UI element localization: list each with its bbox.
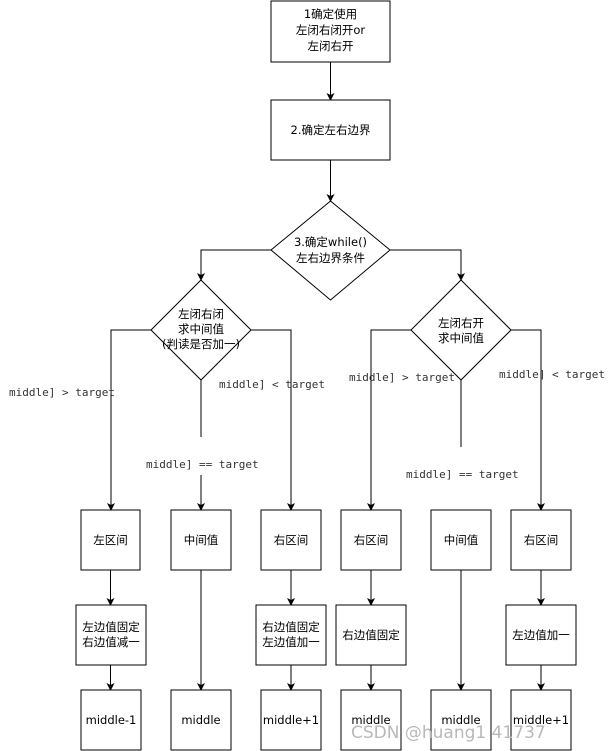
action-line-1: 右边值固定	[262, 620, 320, 634]
result-box	[510, 689, 572, 751]
arrow-left-gt	[107, 329, 151, 511]
result-box	[80, 689, 142, 751]
result-label: middle	[441, 713, 480, 727]
result-box	[260, 689, 322, 751]
arrow-to-left-decision	[197, 249, 271, 281]
section-box	[260, 509, 322, 571]
step1-line-2: 左闭右闭开or	[296, 23, 366, 37]
cond-left-eq: middle] == target	[146, 458, 259, 471]
result-box	[340, 689, 402, 751]
column-4: 右区间 右边值固定 middle	[335, 509, 407, 751]
left-decision-line-1: 左闭右闭	[178, 307, 224, 321]
action-line-1: 左边值加一	[512, 628, 570, 642]
result-box	[170, 689, 232, 751]
action-box	[335, 604, 407, 666]
section-box	[80, 509, 141, 571]
action-line-2: 左边值加一	[262, 635, 320, 649]
section-label: 中间值	[444, 533, 479, 547]
left-decision: 左闭右闭 求中间值 (判读是否加一)	[150, 279, 252, 381]
action-line-2: 右边值减一	[82, 635, 140, 649]
arrow-right-lt	[511, 329, 545, 511]
step3-line-2: 左右边界条件	[296, 251, 365, 265]
column-1: 左区间 左边值固定 右边值减一 middle-1	[75, 509, 147, 751]
section-box	[510, 509, 572, 571]
step2-node: 2.确定左右边界	[270, 99, 391, 161]
section-box	[430, 509, 492, 571]
column-3: 右区间 右边值固定 左边值加一 middle+1	[255, 509, 327, 751]
step3-line-1: 3.确定while()	[294, 235, 367, 249]
result-label: middle+1	[263, 713, 319, 727]
column-5: 中间值 middle	[430, 509, 492, 751]
section-label: 中间值	[184, 533, 219, 547]
section-label: 右区间	[274, 533, 309, 547]
step3-decision: 3.确定while() 左右边界条件	[270, 200, 391, 301]
section-box	[340, 509, 402, 571]
column-2: 中间值 middle	[170, 509, 232, 751]
step2-label: 2.确定左右边界	[291, 123, 371, 137]
arrow-to-right-decision	[390, 249, 465, 281]
section-label: 右区间	[354, 533, 389, 547]
result-label: middle	[351, 713, 390, 727]
right-decision-line-2: 求中间值	[438, 331, 484, 345]
left-decision-line-3: (判读是否加一)	[162, 337, 240, 351]
section-box	[170, 509, 232, 571]
result-box	[430, 689, 492, 751]
left-decision-line-2: 求中间值	[178, 322, 224, 336]
result-label: middle+1	[513, 713, 569, 727]
step1-node: 1确定使用 左闭右闭开or 左闭右开	[270, 0, 391, 63]
result-label: middle	[181, 713, 220, 727]
action-box	[255, 604, 327, 666]
cond-left-gt: middle] > target	[9, 386, 115, 399]
cond-right-lt: middle] < target	[499, 368, 605, 381]
cond-right-gt: middle] > target	[349, 371, 455, 384]
column-6: 右区间 左边值加一 middle+1	[505, 509, 577, 751]
watermark: CSDN @huang1 41737	[351, 723, 546, 743]
result-label: middle-1	[86, 713, 137, 727]
action-line-1: 左边值固定	[82, 620, 140, 634]
cond-left-lt: middle] < target	[219, 378, 325, 391]
action-line-1: 右边值固定	[342, 628, 400, 642]
action-box	[75, 604, 147, 666]
section-label: 右区间	[524, 533, 559, 547]
arrow-left-lt	[251, 329, 295, 511]
cond-right-eq: middle] == target	[406, 468, 519, 481]
right-decision: 左闭右开 求中间值	[410, 279, 512, 381]
section-label: 左区间	[93, 533, 128, 547]
right-decision-line-1: 左闭右开	[438, 316, 484, 330]
arrow-right-gt	[367, 329, 411, 511]
step1-line-3: 左闭右开	[308, 39, 354, 53]
action-box	[505, 604, 577, 666]
step1-line-1: 1确定使用	[304, 7, 357, 21]
